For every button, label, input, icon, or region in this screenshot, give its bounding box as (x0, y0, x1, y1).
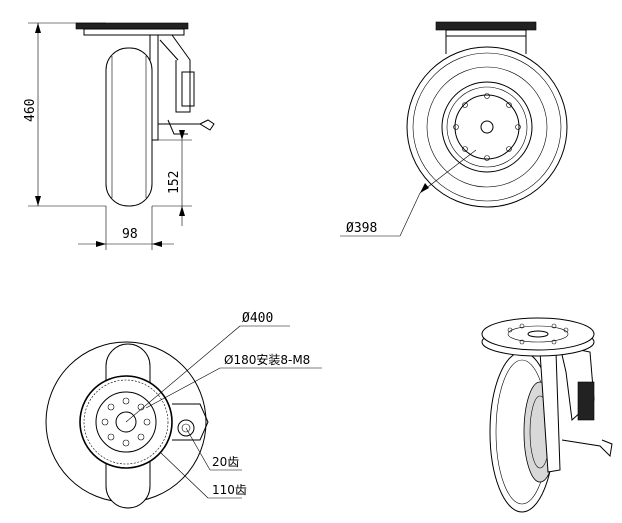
front-top-plate (435, 21, 537, 31)
ring-gear (79, 375, 173, 469)
dim-mount-diameter: Ø180安装8-M8 (224, 352, 310, 367)
side-view: 460 152 98 (23, 22, 215, 250)
mount-circle (95, 391, 157, 453)
dim-outer-diameter: Ø400 (242, 311, 273, 326)
dim-wheel-width: 98 (122, 227, 138, 242)
dim-pinion-teeth: 20齿 (212, 455, 239, 469)
iso-motor (577, 381, 595, 421)
iso-top-plate (481, 317, 595, 351)
dim-ring-teeth: 110齿 (212, 483, 247, 497)
bottom-view: Ø400 Ø180安装8-M8 20齿 110齿 (45, 311, 322, 509)
top-plate-flange (83, 28, 185, 36)
top-plate (75, 22, 189, 30)
dim-axle-height: 152 (167, 171, 182, 194)
isometric-view (481, 317, 613, 513)
pinion-gear (177, 419, 195, 437)
brake-lever (158, 119, 215, 131)
front-tire (406, 46, 568, 208)
front-view: Ø398 (340, 21, 568, 237)
side-wheel (105, 47, 153, 207)
iso-brake (561, 439, 613, 458)
front-hub (441, 81, 533, 173)
dim-tire-diameter: Ø398 (346, 221, 377, 236)
dim-overall-height: 460 (23, 99, 38, 122)
motor-housing (171, 34, 191, 113)
